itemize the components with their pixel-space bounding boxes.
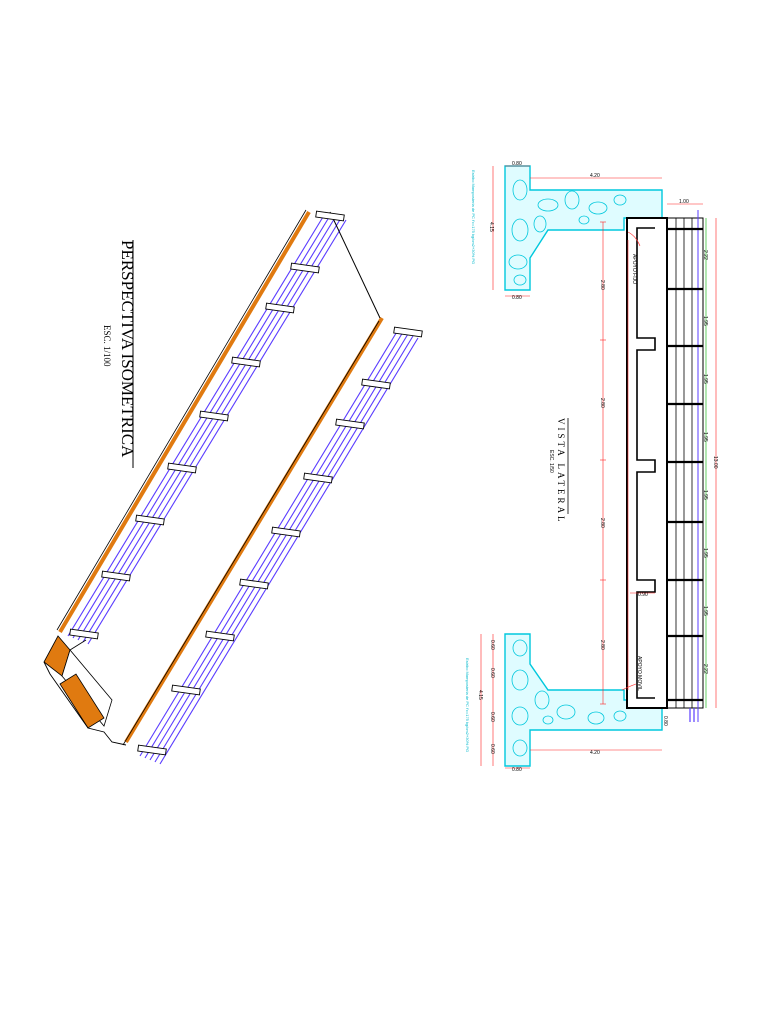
- isometric-view: PERSPECTIVA ISOMETRICA ESC. 1/100: [43, 209, 423, 765]
- upper-beam-rails: [67, 211, 347, 645]
- note-top-abutment: Estribo Mamposteria de PC f'c=175 kg/cm2…: [471, 170, 476, 264]
- dim-top-height: 4.15: [488, 222, 494, 232]
- dim-bottom-width: 4.20: [590, 750, 600, 756]
- dim-bottom-height: 4.15: [477, 690, 483, 700]
- dim-span-3: 2.80: [599, 518, 605, 528]
- dim-total: 13.00: [712, 456, 718, 469]
- lateral-view: VISTA LATERAL ESC. 1/50: [465, 161, 718, 773]
- dim-chain-6: 1.95: [702, 548, 708, 558]
- upper-cross-beams: [69, 210, 345, 640]
- deck-girder: [626, 217, 668, 709]
- support-mobile-label: APOYO MOVIL: [636, 656, 642, 691]
- support-fixed-leader: [627, 231, 641, 247]
- lateral-title: VISTA LATERAL: [556, 418, 566, 525]
- lower-cross-beams: [137, 326, 423, 756]
- support-fixed-label: APOYO FIJO: [631, 254, 637, 284]
- dim-abut-4: 0.60: [489, 744, 495, 754]
- lateral-scale: ESC. 1/50: [548, 450, 554, 473]
- dim-stiffener: 0.90: [638, 592, 648, 598]
- dim-chain-4: 1.95: [702, 432, 708, 442]
- dim-deck-gap: 1.00: [679, 199, 689, 205]
- support-mobile-leader: [621, 683, 637, 691]
- railing: [666, 210, 704, 722]
- dim-bottom-base: 0.80: [512, 767, 522, 773]
- isometric-title: PERSPECTIVA ISOMETRICA: [118, 240, 137, 458]
- lower-deck-edge: [124, 316, 384, 744]
- isometric-scale: ESC. 1/100: [102, 325, 112, 367]
- upper-deck-outline: [56, 209, 307, 631]
- dim-chain-1: 2.22: [702, 250, 708, 260]
- dim-chain-2: 1.95: [702, 316, 708, 326]
- dim-chain-8: 2.22: [702, 664, 708, 674]
- dim-top-width: 4.20: [590, 173, 600, 179]
- deck-far-end: [329, 211, 381, 319]
- lower-beam-rails: [139, 329, 419, 765]
- dim-chain-5: 1.95: [702, 490, 708, 500]
- dim-abut-1: 0.60: [489, 640, 495, 650]
- dim-chain-3: 1.95: [702, 374, 708, 384]
- dimension-labels: 0.80 4.20 4.15 0.80 1.00 2.80 2.80 2.80 …: [477, 161, 718, 773]
- dim-span-4: 2.80: [599, 640, 605, 650]
- dim-top-base: 0.80: [512, 295, 522, 301]
- dim-bottom-cap: 0.80: [662, 716, 668, 726]
- upper-deck-edge: [58, 210, 311, 634]
- lower-deck-outline: [122, 320, 380, 746]
- dim-chain-7: 1.95: [702, 606, 708, 616]
- dim-top-cap: 0.80: [512, 161, 522, 167]
- top-abutment: [504, 165, 663, 291]
- dim-abut-3: 0.60: [489, 712, 495, 722]
- dimension-lines: [480, 165, 717, 769]
- note-bottom-abutment: Estribo Mamposteria de PC f'c=175 kg/cm2…: [465, 658, 470, 752]
- dim-span-2: 2.80: [599, 398, 605, 408]
- dim-span-1: 2.80: [599, 280, 605, 290]
- dim-abut-2: 0.60: [489, 668, 495, 678]
- near-end-section: [43, 635, 127, 746]
